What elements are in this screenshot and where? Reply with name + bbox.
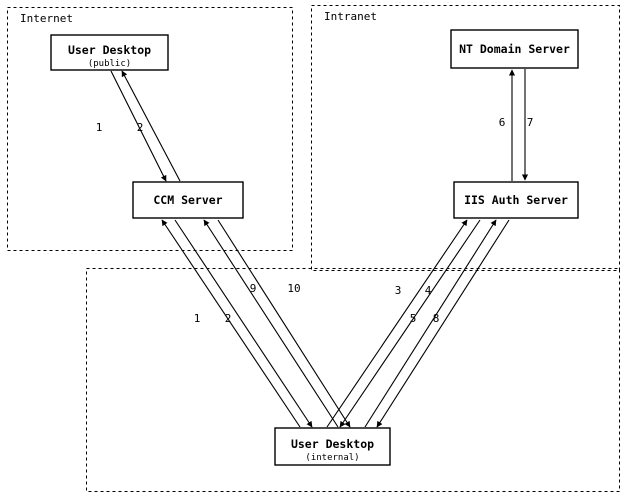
flow-internal-to-iis-line-3 [326,219,468,428]
zone-internet-label: Internet [20,12,73,25]
user-desktop-public-box[interactable] [50,34,169,71]
step-label-1-public: 1 [96,121,103,134]
iis-auth-server-title: IIS Auth Server [464,193,568,207]
nt-domain-server-box[interactable] [450,29,579,69]
zone-internet: Internet [7,7,293,251]
flow-ccm-internal-pair-2 [203,219,351,428]
zone-internal-network [86,268,620,492]
step-label-3-iis: 3 [395,284,402,297]
flow-ccm-to-public-line [121,70,181,182]
flow-public-to-ccm-line [110,70,167,182]
flow-ccm-to-internal-line-10 [217,219,351,428]
flow-public-ccm-pair [110,70,181,182]
user-desktop-internal-title: User Desktop [291,437,374,451]
user-desktop-public-title: User Desktop [68,43,151,57]
step-label-5-iis: 5 [410,312,417,325]
step-label-2-internal: 2 [225,312,232,325]
step-label-9-ccm: 9 [250,282,257,295]
flow-internal-ccm-pair [161,219,313,428]
flow-internal-to-ccm-line [161,219,301,428]
node-user-desktop-internal[interactable]: User Desktop (internal) [274,427,391,466]
step-label-2-public: 2 [137,121,144,134]
flow-iis-to-internal-line-4 [339,219,481,428]
step-label-4-iis: 4 [425,284,432,297]
step-label-6-domain: 6 [499,116,506,129]
user-desktop-internal-subtitle: (internal) [305,453,359,463]
flow-internal-to-ccm-line-9 [203,219,339,428]
flow-iis-domain-pair [508,69,529,181]
step-label-10-ccm: 10 [287,282,300,295]
flow-internal-to-iis-line-5 [364,219,497,428]
node-ccm-server[interactable]: CCM Server [132,181,244,219]
zone-intranet-label: Intranet [324,10,377,23]
step-label-1-internal: 1 [194,312,201,325]
iis-auth-server-box[interactable] [453,181,579,219]
ccm-server-box[interactable] [132,181,244,219]
zone-internal-border [86,268,620,492]
node-user-desktop-public[interactable]: User Desktop (public) [50,34,169,71]
step-label-8-iis: 8 [433,312,440,325]
node-iis-auth-server[interactable]: IIS Auth Server [453,181,579,219]
flow-iis-to-internal-line-8 [376,219,510,428]
flow-internal-iis-pair-34 [326,219,481,428]
user-desktop-public-subtitle: (public) [88,59,131,69]
user-desktop-internal-box[interactable] [274,427,391,466]
flow-ccm-to-internal-line [174,219,313,428]
flow-internal-iis-pair-58 [364,219,510,428]
zone-intranet: Intranet [311,5,620,271]
node-nt-domain-server[interactable]: NT Domain Server [450,29,579,69]
ccm-server-title: CCM Server [153,193,222,207]
nt-domain-server-title: NT Domain Server [459,42,570,56]
zone-intranet-border [311,5,620,271]
step-label-7-domain: 7 [527,116,534,129]
